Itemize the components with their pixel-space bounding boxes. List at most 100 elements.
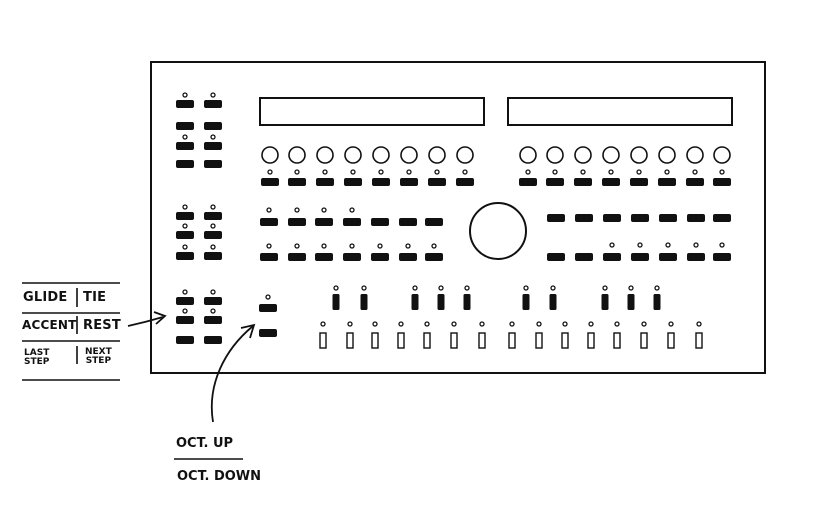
function-button[interactable]	[204, 212, 222, 220]
function-button[interactable]	[204, 316, 222, 324]
parameter-knob[interactable]	[372, 146, 390, 164]
function-button[interactable]	[204, 142, 222, 150]
parameter-knob[interactable]	[602, 146, 620, 164]
step-switch[interactable]	[522, 294, 530, 310]
sequencer-button[interactable]	[547, 253, 565, 261]
step-key[interactable]	[695, 332, 703, 349]
step-key[interactable]	[535, 332, 543, 349]
step-key[interactable]	[640, 332, 648, 349]
sequencer-button[interactable]	[713, 214, 731, 222]
step-switch[interactable]	[653, 294, 661, 310]
sequencer-button[interactable]	[687, 253, 705, 261]
knob-button[interactable]	[400, 178, 418, 186]
knob-button[interactable]	[686, 178, 704, 186]
sequencer-button[interactable]	[603, 253, 621, 261]
function-button[interactable]	[176, 231, 194, 239]
sequencer-button[interactable]	[399, 218, 417, 226]
sequencer-button[interactable]	[659, 253, 677, 261]
step-key[interactable]	[508, 332, 516, 349]
parameter-knob[interactable]	[546, 146, 564, 164]
parameter-knob[interactable]	[288, 146, 306, 164]
sequencer-button[interactable]	[713, 253, 731, 261]
knob-button[interactable]	[316, 178, 334, 186]
function-button[interactable]	[176, 142, 194, 150]
sequencer-button[interactable]	[659, 214, 677, 222]
function-button[interactable]	[176, 252, 194, 260]
knob-button[interactable]	[519, 178, 537, 186]
step-switch[interactable]	[437, 294, 445, 310]
step-key[interactable]	[371, 332, 379, 349]
knob-button[interactable]	[574, 178, 592, 186]
sequencer-button[interactable]	[315, 218, 333, 226]
knob-button[interactable]	[288, 178, 306, 186]
knob-button[interactable]	[658, 178, 676, 186]
sequencer-button[interactable]	[288, 218, 306, 226]
parameter-knob[interactable]	[400, 146, 418, 164]
sequencer-button[interactable]	[371, 218, 389, 226]
function-button[interactable]	[204, 231, 222, 239]
sequencer-button[interactable]	[371, 253, 389, 261]
sequencer-button[interactable]	[425, 253, 443, 261]
sequencer-button[interactable]	[260, 253, 278, 261]
parameter-knob[interactable]	[519, 146, 537, 164]
parameter-knob[interactable]	[658, 146, 676, 164]
step-switch[interactable]	[601, 294, 609, 310]
step-key[interactable]	[667, 332, 675, 349]
step-key[interactable]	[613, 332, 621, 349]
sequencer-button[interactable]	[687, 214, 705, 222]
function-button[interactable]	[204, 297, 222, 305]
sequencer-button[interactable]	[425, 218, 443, 226]
function-button[interactable]	[176, 297, 194, 305]
parameter-knob[interactable]	[574, 146, 592, 164]
step-key[interactable]	[346, 332, 354, 349]
step-key[interactable]	[587, 332, 595, 349]
parameter-knob[interactable]	[713, 146, 731, 164]
function-button[interactable]	[204, 252, 222, 260]
knob-button[interactable]	[602, 178, 620, 186]
knob-button[interactable]	[713, 178, 731, 186]
octave-up-button[interactable]	[259, 304, 277, 312]
knob-button[interactable]	[630, 178, 648, 186]
function-button[interactable]	[204, 100, 222, 108]
step-key[interactable]	[319, 332, 327, 349]
sequencer-button[interactable]	[315, 253, 333, 261]
function-button[interactable]	[176, 212, 194, 220]
sequencer-button[interactable]	[343, 253, 361, 261]
knob-button[interactable]	[261, 178, 279, 186]
function-button[interactable]	[204, 160, 222, 168]
function-button[interactable]	[204, 122, 222, 130]
parameter-knob[interactable]	[316, 146, 334, 164]
knob-button[interactable]	[546, 178, 564, 186]
sequencer-button[interactable]	[399, 253, 417, 261]
step-switch[interactable]	[332, 294, 340, 310]
sequencer-button[interactable]	[547, 214, 565, 222]
function-button[interactable]	[176, 160, 194, 168]
function-button[interactable]	[176, 100, 194, 108]
parameter-knob[interactable]	[456, 146, 474, 164]
octave-down-button[interactable]	[259, 329, 277, 337]
step-key[interactable]	[423, 332, 431, 349]
function-button[interactable]	[176, 336, 194, 344]
step-switch[interactable]	[463, 294, 471, 310]
step-switch[interactable]	[360, 294, 368, 310]
knob-button[interactable]	[372, 178, 390, 186]
step-switch[interactable]	[627, 294, 635, 310]
main-encoder-knob[interactable]	[469, 202, 527, 260]
step-key[interactable]	[397, 332, 405, 349]
sequencer-button[interactable]	[631, 253, 649, 261]
sequencer-button[interactable]	[288, 253, 306, 261]
parameter-knob[interactable]	[630, 146, 648, 164]
step-key[interactable]	[478, 332, 486, 349]
knob-button[interactable]	[456, 178, 474, 186]
function-button[interactable]	[204, 336, 222, 344]
step-key[interactable]	[450, 332, 458, 349]
sequencer-button[interactable]	[603, 214, 621, 222]
sequencer-button[interactable]	[260, 218, 278, 226]
step-switch[interactable]	[549, 294, 557, 310]
function-button[interactable]	[176, 122, 194, 130]
parameter-knob[interactable]	[261, 146, 279, 164]
knob-button[interactable]	[428, 178, 446, 186]
sequencer-button[interactable]	[631, 214, 649, 222]
knob-button[interactable]	[344, 178, 362, 186]
sequencer-button[interactable]	[343, 218, 361, 226]
